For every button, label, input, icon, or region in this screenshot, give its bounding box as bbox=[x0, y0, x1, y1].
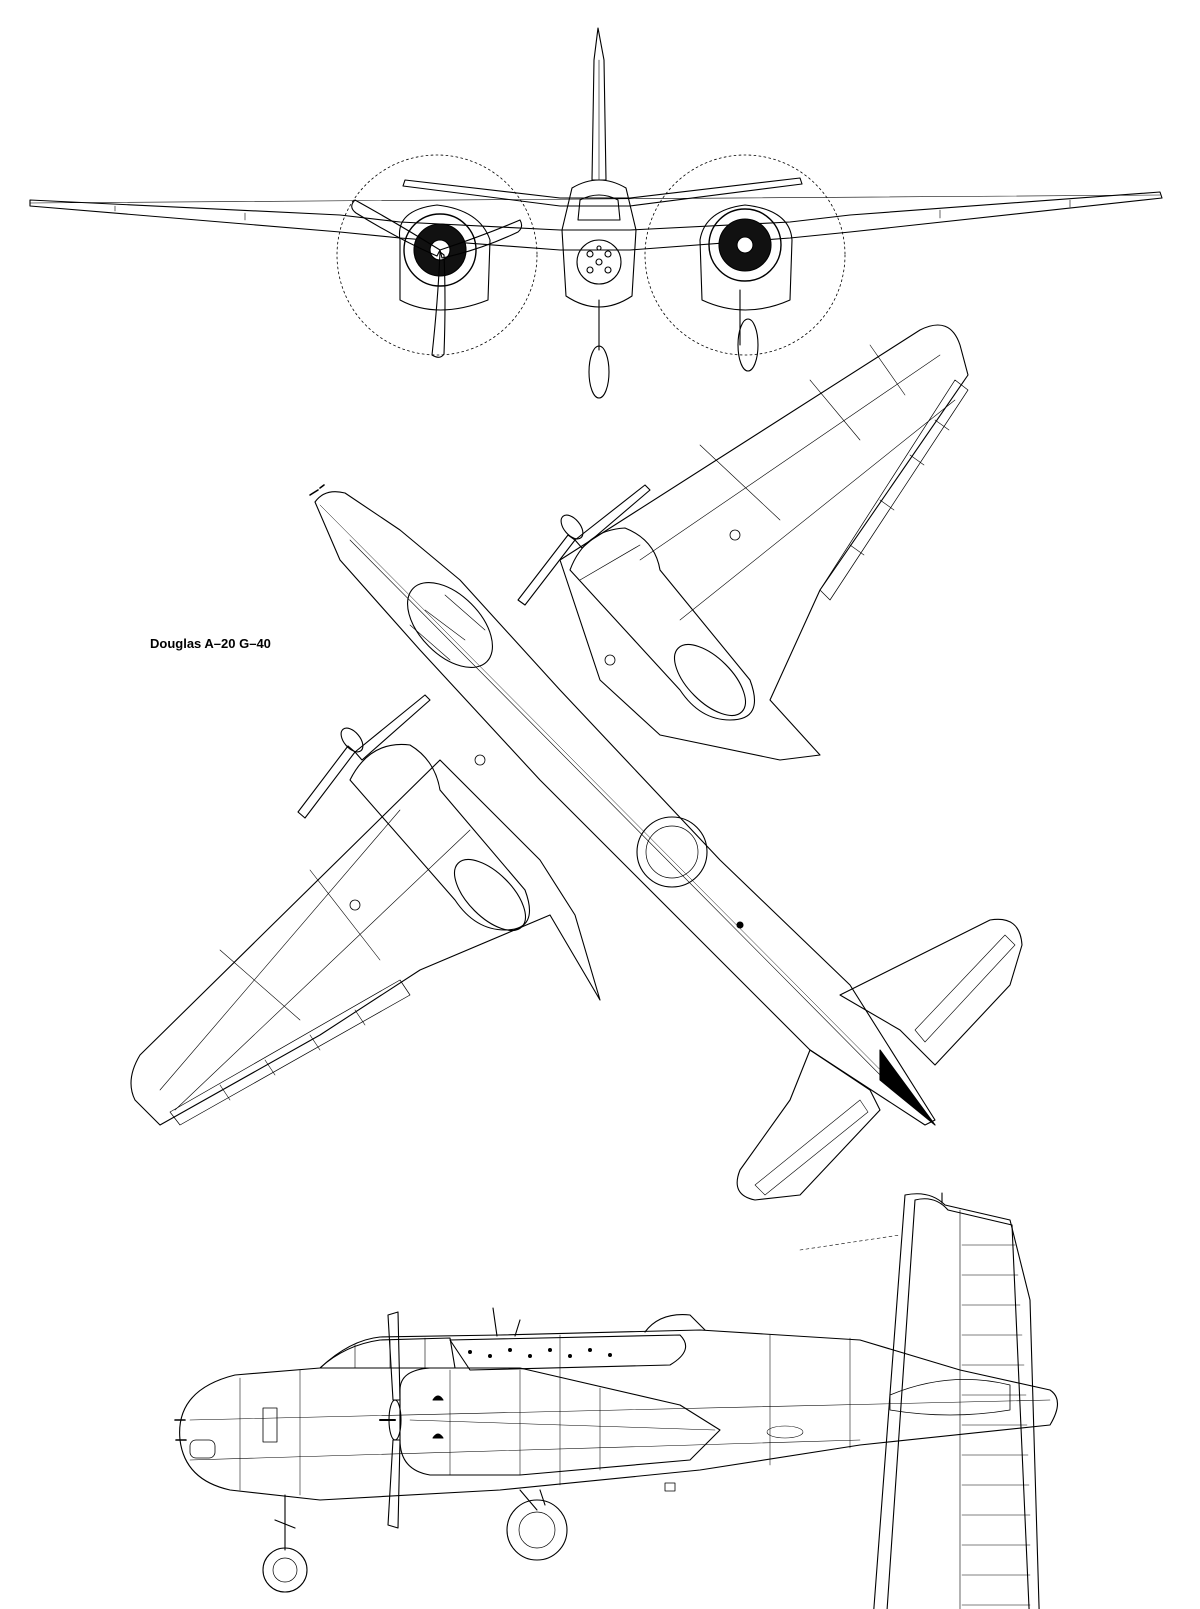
front-fuselage bbox=[562, 180, 636, 307]
plan-gun-turret bbox=[637, 817, 707, 887]
side-nose-gear bbox=[263, 1495, 307, 1592]
plan-left-tailplane bbox=[737, 1050, 880, 1200]
plan-fuselage bbox=[315, 492, 935, 1125]
front-wing bbox=[30, 192, 1162, 250]
plan-left-nacelle bbox=[350, 744, 530, 930]
drawing-title: Douglas A–20 G–40 bbox=[150, 636, 271, 651]
plan-canopy bbox=[392, 567, 508, 683]
right-engine-nacelle bbox=[700, 205, 792, 371]
plan-right-tailplane bbox=[840, 919, 1022, 1065]
side-view bbox=[175, 1193, 1058, 1609]
side-wing bbox=[450, 1335, 686, 1370]
side-propeller bbox=[380, 1312, 401, 1528]
front-horizontal-tail bbox=[403, 178, 802, 206]
plan-right-nacelle bbox=[570, 528, 755, 720]
side-fuselage bbox=[180, 1330, 1058, 1500]
side-main-gear bbox=[507, 1490, 567, 1560]
side-engine-nacelle bbox=[400, 1368, 720, 1475]
left-propeller-disc bbox=[337, 155, 537, 355]
side-canopy bbox=[320, 1338, 455, 1368]
plan-right-wing bbox=[560, 325, 968, 760]
side-gun-turret bbox=[645, 1315, 705, 1332]
left-propeller bbox=[352, 200, 522, 357]
plan-right-propeller bbox=[518, 485, 650, 605]
side-vertical-fin bbox=[870, 1194, 1040, 1609]
plan-view bbox=[131, 325, 1022, 1200]
right-propeller-disc bbox=[645, 155, 845, 355]
plan-left-propeller bbox=[298, 695, 430, 818]
front-view bbox=[30, 28, 1162, 398]
plan-left-wing bbox=[131, 760, 600, 1125]
